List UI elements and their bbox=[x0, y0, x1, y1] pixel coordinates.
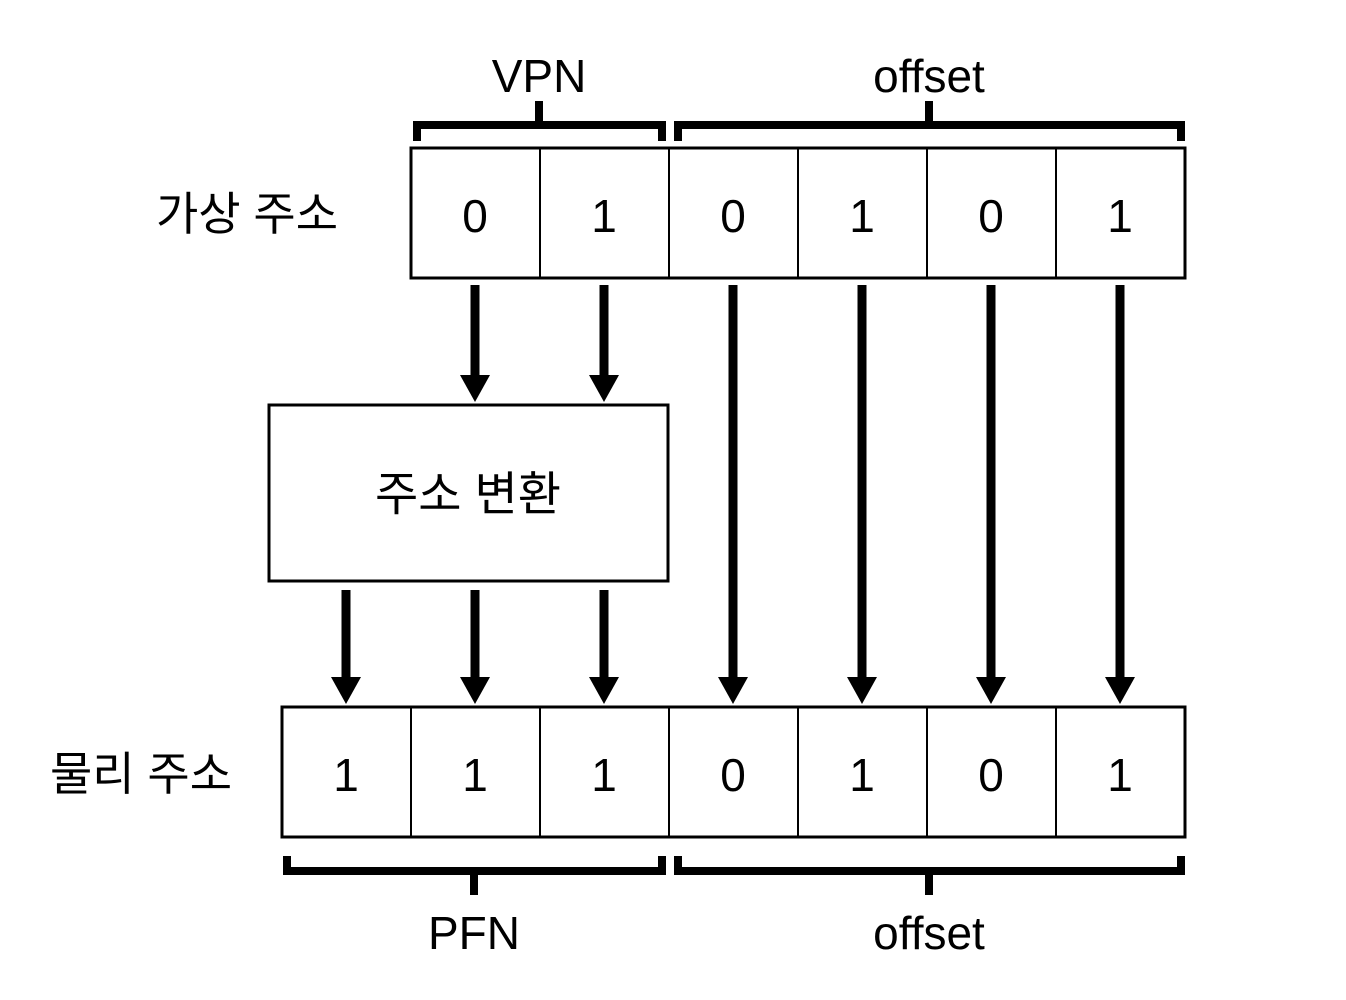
virtual-bit-value: 0 bbox=[978, 190, 1004, 242]
arrow-translation-to-pfn-bit1 bbox=[460, 590, 490, 704]
virtual-address-row: 0 1 0 1 0 1 bbox=[409, 146, 1187, 280]
physical-bit-cell bbox=[539, 706, 670, 838]
translation-box-label: 주소 변환 bbox=[375, 468, 561, 521]
physical-bit-value: 0 bbox=[720, 749, 746, 801]
arrow-offset-bit0-passthrough bbox=[718, 285, 748, 704]
physical-bit-value: 1 bbox=[591, 749, 617, 801]
virtual-bit-value: 1 bbox=[591, 190, 617, 242]
physical-bit-value: 1 bbox=[333, 749, 359, 801]
virtual-bit-value: 1 bbox=[1107, 190, 1133, 242]
pfn-brace bbox=[283, 856, 666, 895]
virtual-bit-value: 0 bbox=[462, 190, 488, 242]
virtual-offset-brace bbox=[674, 101, 1185, 141]
physical-bit-cell bbox=[797, 706, 928, 838]
virtual-offset-field-label: offset bbox=[873, 50, 985, 102]
physical-address-row: 1 1 1 0 1 0 1 bbox=[280, 705, 1187, 839]
physical-offset-brace bbox=[674, 856, 1185, 895]
arrow-vpn-bit0-to-translation bbox=[460, 285, 490, 402]
arrow-offset-bit1-passthrough bbox=[847, 285, 877, 704]
virtual-address-label: 가상 주소 bbox=[156, 188, 338, 240]
virtual-bit-value: 1 bbox=[849, 190, 875, 242]
physical-offset-field-label: offset bbox=[873, 907, 985, 959]
virtual-bit-value: 0 bbox=[720, 190, 746, 242]
physical-bit-value: 0 bbox=[978, 749, 1004, 801]
physical-bit-cell bbox=[410, 706, 541, 838]
arrow-translation-to-pfn-bit0 bbox=[331, 590, 361, 704]
arrow-offset-bit3-passthrough bbox=[1105, 285, 1135, 704]
physical-bit-cell bbox=[926, 706, 1057, 838]
virtual-bit-cell bbox=[797, 147, 928, 279]
arrow-vpn-bit1-to-translation bbox=[589, 285, 619, 402]
translation-box: 주소 변환 bbox=[267, 403, 670, 583]
arrow-offset-bit2-passthrough bbox=[976, 285, 1006, 704]
physical-bit-value: 1 bbox=[1107, 749, 1133, 801]
physical-address-label: 물리 주소 bbox=[50, 748, 232, 800]
vpn-field-label: VPN bbox=[492, 50, 587, 102]
virtual-row-outline bbox=[409, 146, 1187, 280]
arrow-translation-to-pfn-bit2 bbox=[589, 590, 619, 704]
vpn-brace bbox=[413, 101, 666, 141]
virtual-bit-cell bbox=[410, 147, 541, 279]
physical-bit-value: 1 bbox=[462, 749, 488, 801]
virtual-bit-cell bbox=[1055, 147, 1186, 279]
physical-row-outline bbox=[280, 705, 1187, 839]
physical-bit-value: 1 bbox=[849, 749, 875, 801]
pfn-field-label: PFN bbox=[428, 907, 520, 959]
virtual-bit-cell bbox=[539, 147, 670, 279]
physical-bit-cell bbox=[668, 706, 799, 838]
